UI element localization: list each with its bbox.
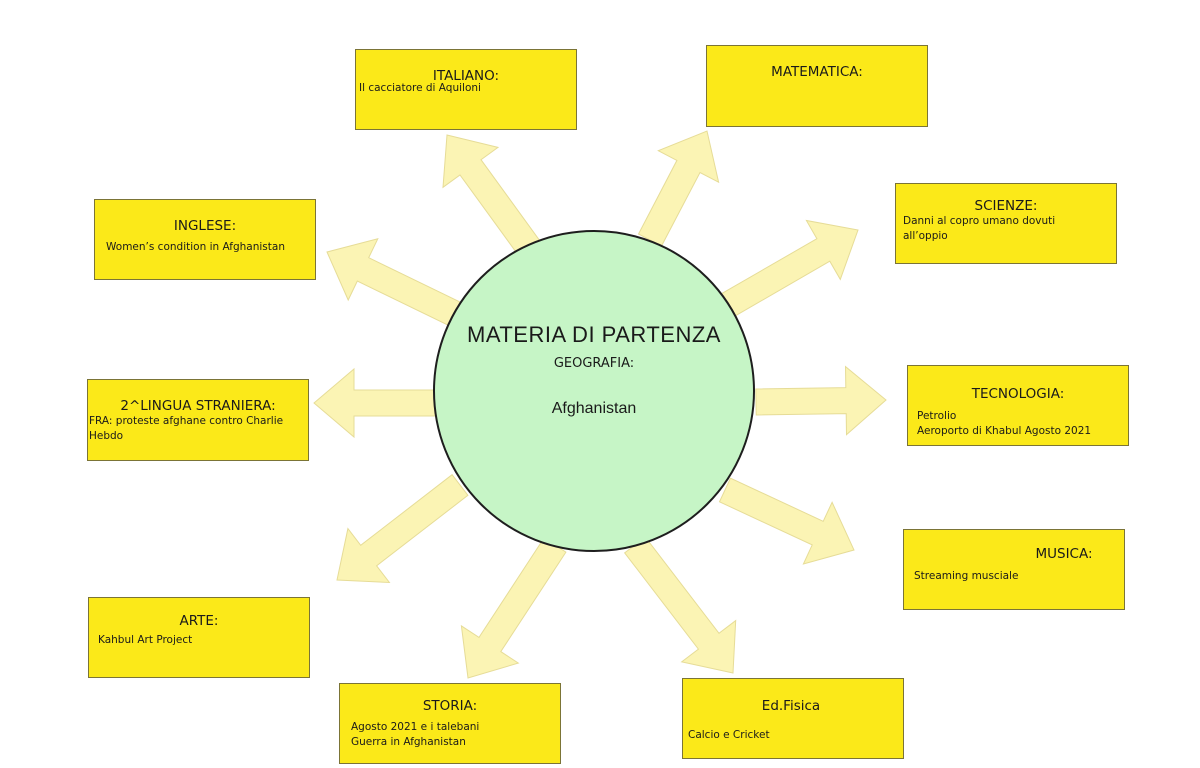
box-storia-text: Agosto 2021 e i talebani Guerra in Afgha… bbox=[351, 721, 480, 748]
box-arte: ARTE: Kahbul Art Project bbox=[88, 597, 310, 678]
arrow-inglese bbox=[326, 238, 464, 328]
box-matematica: MATEMATICA: bbox=[706, 45, 928, 127]
box-tecnologia-text: Petrolio Aeroporto di Khabul Agosto 2021 bbox=[917, 410, 1092, 437]
box-scienze: SCIENZE: Danni al copro umano dovuti all… bbox=[895, 183, 1117, 264]
box-storia-title: STORIA: bbox=[422, 698, 478, 714]
center-circle bbox=[433, 230, 755, 552]
box-inglese-text: Women’s condition in Afghanistan bbox=[106, 241, 285, 253]
box-italiano-text: Il cacciatore di Aquiloni bbox=[359, 82, 481, 94]
arrow-arte bbox=[336, 473, 469, 584]
box-italiano-title: ITALIANO: bbox=[432, 68, 500, 84]
box-edfisica: Ed.Fisica Calcio e Cricket bbox=[682, 678, 904, 759]
arrow-lingua2 bbox=[313, 367, 437, 439]
arrow-storia bbox=[460, 537, 567, 679]
center-title: MATERIA DI PARTENZA bbox=[467, 322, 721, 347]
box-musica-text: Streaming musciale bbox=[914, 570, 1019, 582]
box-inglese-title: INGLESE: bbox=[173, 218, 237, 234]
box-inglese: INGLESE: Women’s condition in Afghanista… bbox=[94, 199, 316, 280]
box-italiano: ITALIANO: Il cacciatore di Aquiloni bbox=[355, 49, 577, 130]
arrow-matematica bbox=[637, 130, 720, 247]
arrow-scienze bbox=[720, 219, 859, 317]
box-arte-text: Kahbul Art Project bbox=[98, 634, 193, 646]
arrow-tecnologia bbox=[755, 365, 887, 436]
box-scienze-title: SCIENZE: bbox=[974, 198, 1038, 214]
box-musica-title: MUSICA: bbox=[1035, 546, 1093, 562]
box-lingua2-text: FRA: proteste afghane contro Charlie Heb… bbox=[89, 415, 284, 442]
box-musica: MUSICA: Streaming musciale bbox=[903, 529, 1125, 610]
center-topic: Afghanistan bbox=[551, 400, 637, 417]
center-subtitle: GEOGRAFIA: bbox=[553, 356, 635, 371]
arrow-edfisica bbox=[623, 536, 737, 674]
box-tecnologia: TECNOLOGIA: Petrolio Aeroporto di Khabul… bbox=[907, 365, 1129, 446]
box-storia: STORIA: Agosto 2021 e i talebani Guerra … bbox=[339, 683, 561, 764]
arrow-musica bbox=[718, 477, 855, 565]
box-lingua2: 2^LINGUA STRANIERA: FRA: proteste afghan… bbox=[87, 379, 309, 461]
box-edfisica-text: Calcio e Cricket bbox=[688, 729, 770, 741]
box-arte-title: ARTE: bbox=[179, 613, 219, 629]
box-scienze-text: Danni al copro umano dovuti all’oppio bbox=[903, 215, 1056, 242]
box-matematica-title: MATEMATICA: bbox=[771, 64, 863, 80]
box-edfisica-title: Ed.Fisica bbox=[761, 698, 821, 714]
box-lingua2-title: 2^LINGUA STRANIERA: bbox=[120, 398, 276, 414]
arrow-italiano bbox=[442, 134, 544, 261]
box-tecnologia-title: TECNOLOGIA: bbox=[971, 386, 1065, 402]
